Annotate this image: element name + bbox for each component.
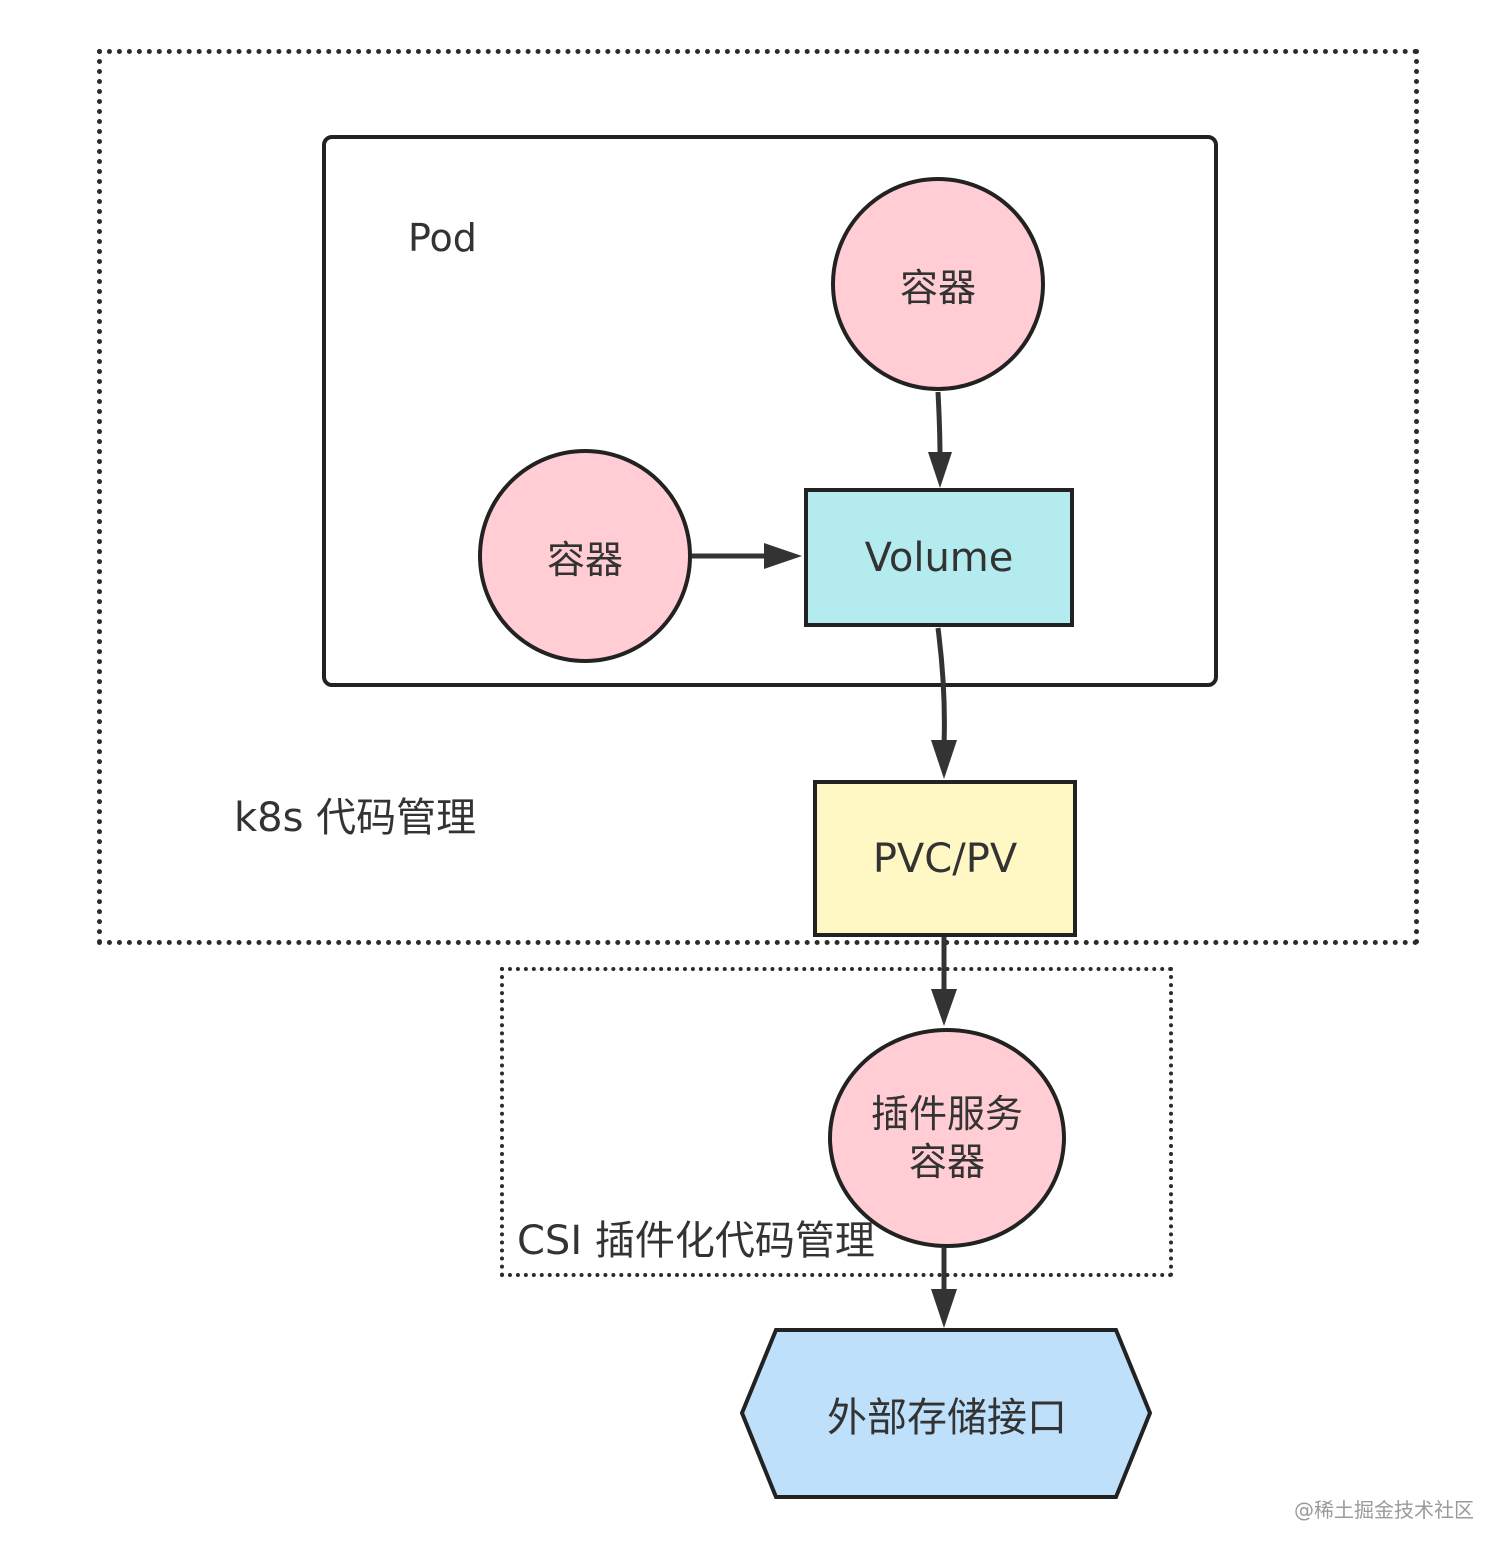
external-storage-node: 外部存储接口 — [741, 1330, 1153, 1498]
plugin-container-label-line2: 容器 — [908, 1140, 985, 1184]
pod-label: Pod — [408, 216, 477, 260]
container-top-node: 容器 — [831, 177, 1045, 391]
volume-node: Volume — [804, 488, 1074, 627]
arrowhead-external — [931, 1289, 957, 1328]
watermark: @稀土掘金技术社区 — [1294, 1498, 1474, 1522]
plugin-container-label-line1: 插件服务 — [870, 1092, 1023, 1136]
volume-label: Volume — [864, 534, 1014, 581]
container-left-label: 容器 — [546, 537, 623, 582]
plugin-service-container-node: 插件服务 容器 — [828, 1028, 1066, 1248]
k8s-scope-label: k8s 代码管理 — [234, 795, 477, 841]
csi-plugin-boundary — [500, 967, 1173, 1277]
container-top-label: 容器 — [899, 265, 976, 310]
csi-scope-label: CSI 插件化代码管理 — [517, 1218, 875, 1264]
pvc-pv-label: PVC/PV — [872, 835, 1018, 882]
external-storage-label: 外部存储接口 — [827, 1395, 1067, 1441]
pvc-pv-node: PVC/PV — [813, 780, 1077, 937]
k8s-code-management-boundary — [97, 49, 1419, 945]
container-left-node: 容器 — [478, 449, 692, 663]
